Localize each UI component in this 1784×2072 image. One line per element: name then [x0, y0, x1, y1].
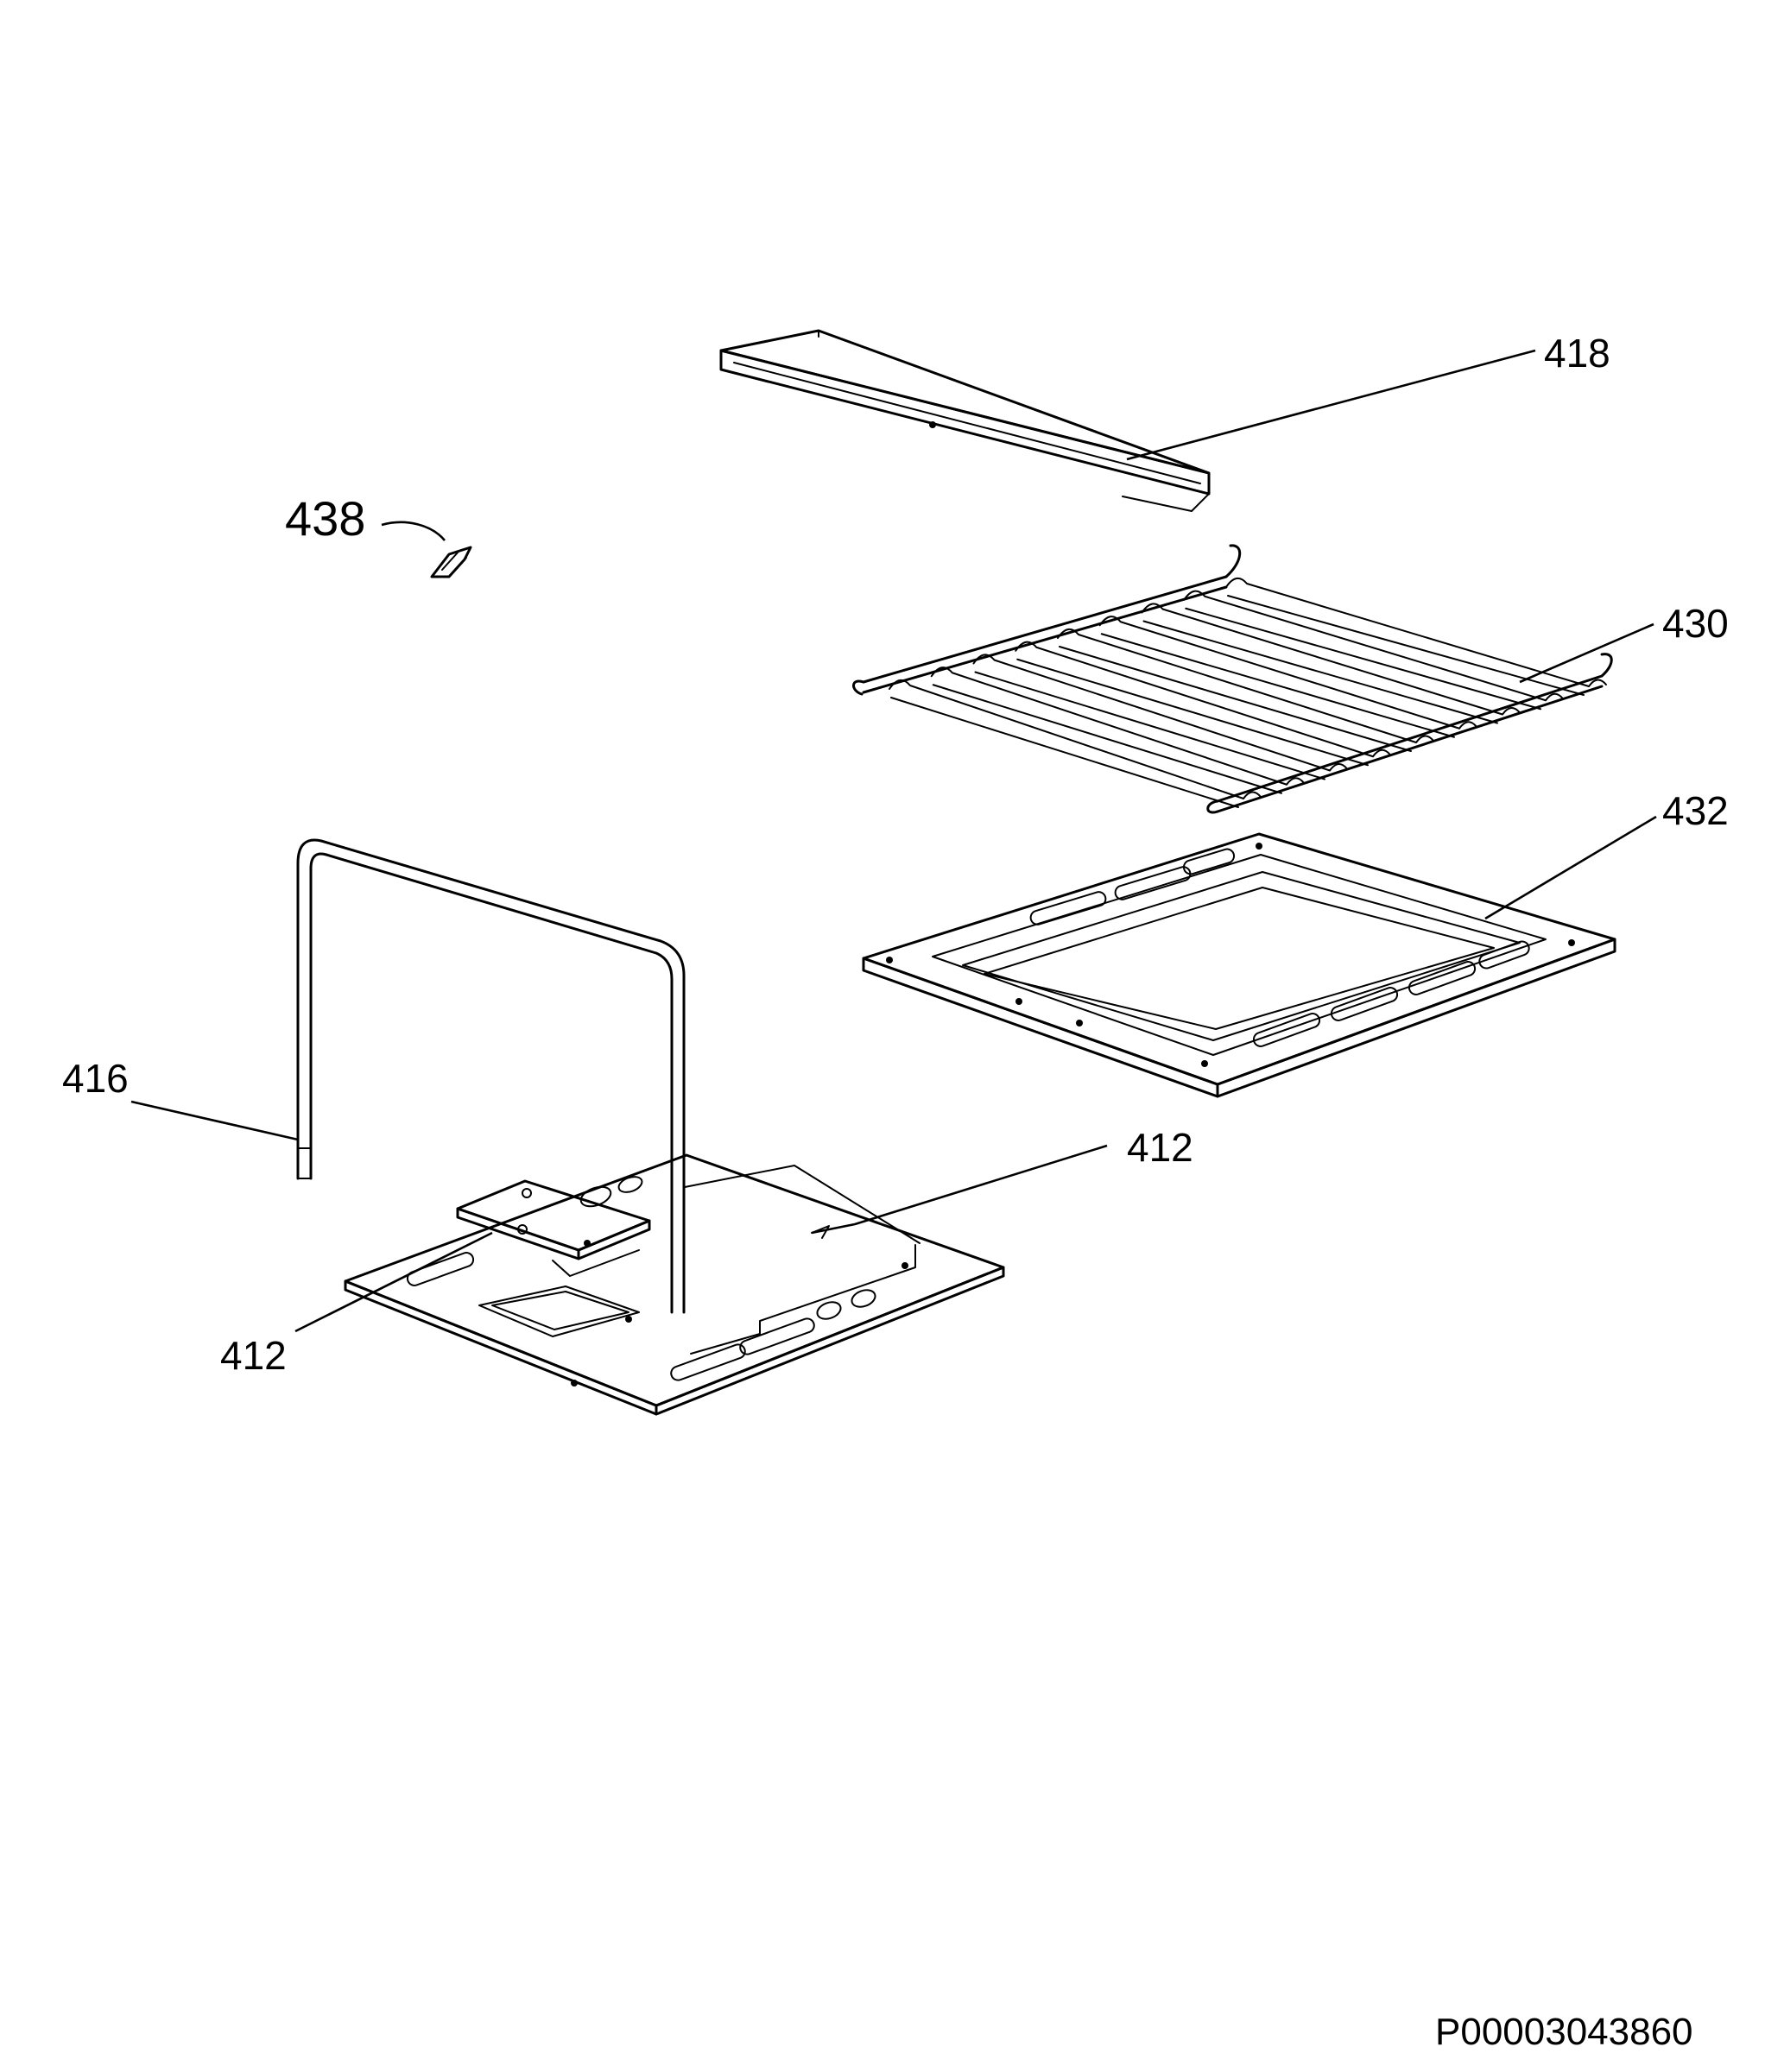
shelf-rod-lower: [890, 697, 1239, 808]
shelf-rod-lower: [1227, 595, 1585, 696]
shelf-rod: [1183, 590, 1564, 702]
label-430: 430: [1662, 601, 1729, 646]
label-432: 432: [1662, 788, 1729, 833]
leader-lines: [130, 349, 1657, 1333]
part-418-cover-strip: [719, 329, 1211, 512]
shelf-rod: [1015, 641, 1391, 758]
shelf-rod-lower: [1142, 620, 1498, 724]
part-438-clip: [430, 546, 472, 578]
shelf-rod-lower: [1100, 633, 1455, 738]
shelf-rod: [1225, 578, 1607, 687]
label-412-lower: 412: [220, 1333, 287, 1378]
shelf-rod: [1098, 616, 1477, 730]
shelf-rod: [1057, 629, 1434, 743]
shelf-rod-lower: [974, 671, 1325, 780]
part-432-baking-tray: [862, 832, 1616, 1098]
part-412-base-plate: [344, 1153, 1005, 1416]
shelf-rod: [1141, 603, 1521, 716]
label-438: 438: [285, 491, 365, 546]
part-416-heating-element: [296, 838, 686, 1314]
shelf-rod: [889, 679, 1262, 799]
part-labels: 418 438 430 432 416 412 412: [62, 331, 1729, 1378]
shelf-rod-lower: [932, 684, 1282, 794]
label-416: 416: [62, 1056, 129, 1101]
shelf-rod-lower: [1016, 658, 1369, 767]
label-412-upper: 412: [1127, 1125, 1193, 1170]
shelf-rod-lower: [1185, 607, 1541, 711]
shelf-rod-lower: [1059, 646, 1412, 752]
shelf-rod: [930, 666, 1305, 786]
shelf-rod: [972, 654, 1348, 772]
part-430-wire-shelf: [852, 544, 1613, 814]
drawing-reference-code: P00003043860: [1435, 2011, 1693, 2053]
part-412-bracket: [456, 1179, 651, 1277]
label-418: 418: [1544, 331, 1610, 376]
